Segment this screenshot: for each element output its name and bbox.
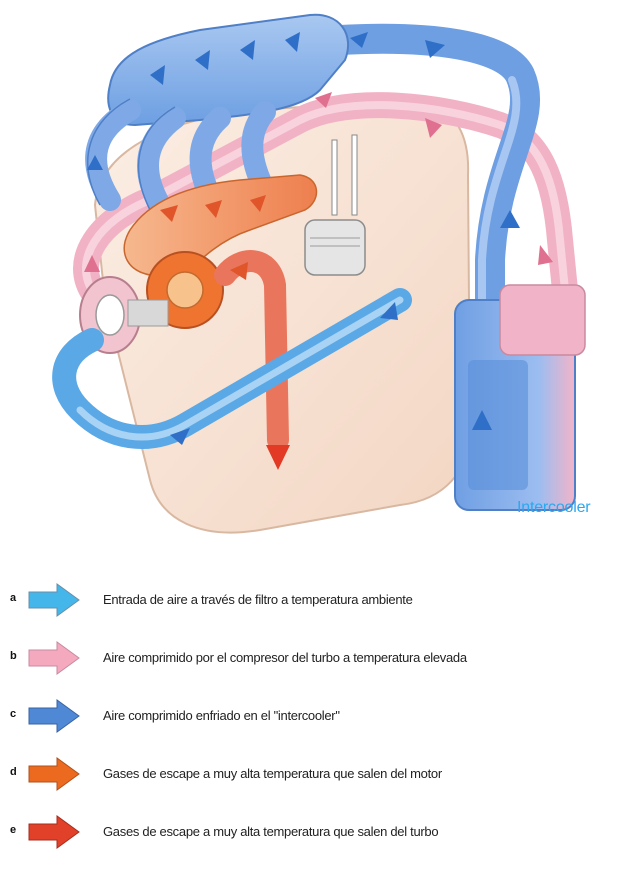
turbo-intercooler-diagram (0, 0, 619, 560)
arrow-shape (29, 584, 79, 616)
legend-item-a: a Entrada de aire a través de filtro a t… (0, 580, 619, 620)
legend-letter: e (10, 824, 16, 836)
arrow-icon (27, 756, 81, 792)
legend: a Entrada de aire a través de filtro a t… (0, 580, 619, 875)
piston (305, 220, 365, 275)
arrow-icon (27, 698, 81, 734)
arrow-shape (29, 642, 79, 674)
legend-item-c: c Aire comprimido enfriado en el "interc… (0, 696, 619, 736)
turbine-wheel (167, 272, 203, 308)
legend-letter: a (10, 592, 16, 604)
intercooler-tank (500, 285, 585, 355)
intercooler-label: Intercooler (517, 499, 590, 517)
arrow-shape (29, 816, 79, 848)
arrow-icon (27, 640, 81, 676)
legend-label: Gases de escape a muy alta temperatura q… (103, 766, 442, 781)
compressor-wheel (96, 295, 124, 335)
legend-item-e: e Gases de escape a muy alta temperatura… (0, 812, 619, 852)
legend-letter: c (10, 708, 16, 720)
arrow-icon (27, 582, 81, 618)
legend-letter: b (10, 650, 17, 662)
legend-label: Aire comprimido por el compresor del tur… (103, 650, 467, 665)
legend-label: Entrada de aire a través de filtro a tem… (103, 592, 413, 607)
legend-label: Aire comprimido enfriado en el "intercoo… (103, 708, 340, 723)
legend-label: Gases de escape a muy alta temperatura q… (103, 824, 438, 839)
valve-stem-right (352, 135, 357, 215)
arrow-shape (29, 700, 79, 732)
arrow-shape (29, 758, 79, 790)
legend-item-b: b Aire comprimido por el compresor del t… (0, 638, 619, 678)
arrow-icon (27, 814, 81, 850)
turbo-shaft (128, 300, 168, 326)
legend-letter: d (10, 766, 17, 778)
valve-stem-left (332, 140, 337, 215)
legend-item-d: d Gases de escape a muy alta temperatura… (0, 754, 619, 794)
